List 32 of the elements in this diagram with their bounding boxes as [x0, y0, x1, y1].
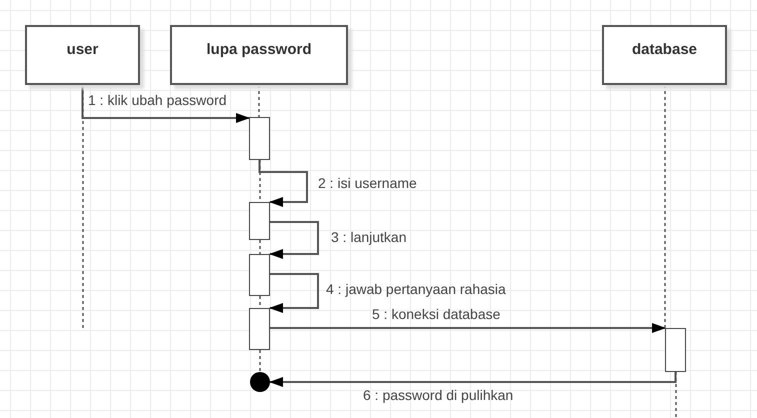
message-arrow	[82, 85, 250, 123]
end-point-circle	[250, 372, 270, 392]
message-label: 4 : jawab pertanyaan rahasia	[326, 281, 506, 297]
message-label: 3 : lanjutkan	[331, 229, 406, 245]
activation-bar	[249, 308, 270, 350]
activation-bar	[249, 202, 270, 240]
message-arrow	[269, 273, 319, 313]
lifeline	[259, 350, 261, 372]
activation-bar	[249, 254, 270, 296]
message-arrow	[258, 160, 308, 207]
lifeline	[664, 85, 666, 328]
message-label: 2 : isi username	[318, 175, 417, 191]
participant-name: lupa password	[205, 41, 313, 58]
message-arrow	[270, 323, 666, 333]
message-arrow	[269, 221, 319, 259]
activation-bar	[665, 328, 686, 372]
lifeline	[258, 85, 260, 117]
lifeline	[82, 85, 84, 330]
participant-name: user	[66, 41, 100, 58]
lifeline	[259, 240, 261, 254]
lifeline	[259, 296, 261, 308]
message-arrow	[269, 372, 676, 387]
message-label: 6 : password di pulihkan	[363, 387, 514, 403]
participant-name: database	[630, 41, 698, 58]
participant-box	[25, 25, 140, 85]
message-label: 1 : klik ubah password	[88, 92, 227, 108]
participant-box	[602, 25, 727, 85]
participant-box	[170, 25, 348, 85]
lifeline	[675, 372, 677, 418]
activation-bar	[249, 117, 270, 160]
message-label: 5 : koneksi database	[372, 306, 500, 322]
lifeline	[259, 160, 261, 202]
